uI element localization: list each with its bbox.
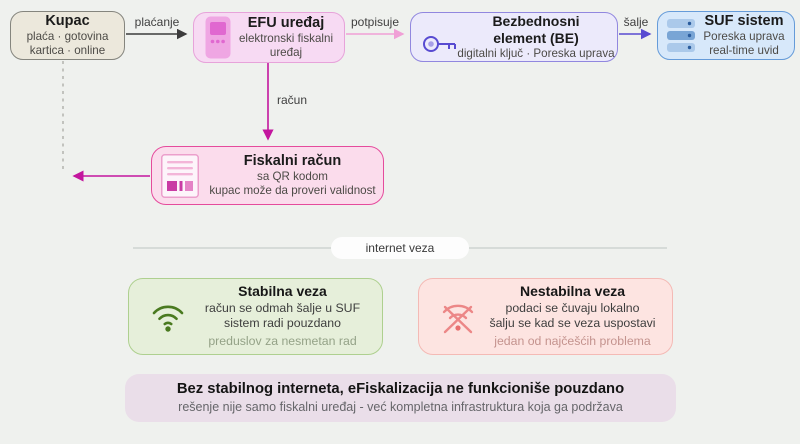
efu-title: EFU uređaj: [247, 14, 325, 31]
card-nestabilna-veza: Nestabilna veza podaci se čuvaju lokalno…: [418, 278, 673, 355]
stabilna-line1: račun se odmah šalje u SUF: [204, 300, 361, 315]
label-placanje: plaćanje: [134, 15, 180, 29]
nestabilna-text: Nestabilna veza podaci se čuvaju lokalno…: [489, 283, 672, 350]
card-stabilna-veza: Stabilna veza račun se odmah šalje u SUF…: [128, 278, 383, 355]
server-icon: [667, 19, 696, 52]
receipt-icon: [161, 153, 200, 198]
efu-line2: uređaj: [269, 46, 303, 60]
kupac-line2: kartica · online: [29, 44, 106, 58]
fiskalni-title: Fiskalni račun: [243, 152, 342, 169]
suf-text: SUF sistem Poreska uprava real-time uvid: [703, 13, 784, 58]
label-racun: račun: [277, 93, 308, 107]
nestabilna-line1: podaci se čuvaju lokalno: [505, 300, 640, 315]
suf-line2: real-time uvid: [709, 44, 779, 58]
be-title-line2: element (BE): [493, 30, 579, 47]
banner-title: Bez stabilnog interneta, eFiskalizacija …: [176, 381, 625, 398]
internet-veza-pill: internet veza: [331, 237, 469, 259]
be-text: Bezbednosni element (BE) digitalni ključ…: [457, 13, 614, 61]
fiscal-device-icon: [205, 16, 231, 59]
node-fiskalni-racun: Fiskalni račun sa QR kodom kupac može da…: [151, 146, 384, 205]
wifi-off-icon: [427, 299, 489, 335]
node-suf-sistem: SUF sistem Poreska uprava real-time uvid: [657, 11, 795, 60]
be-title-line1: Bezbednosni: [492, 13, 580, 30]
nestabilna-title: Nestabilna veza: [519, 283, 626, 300]
stabilna-title: Stabilna veza: [238, 283, 327, 300]
nestabilna-muted: jedan od najčešćih problema: [494, 334, 651, 349]
kupac-text: Kupac plaća · gotovina kartica · online: [27, 13, 109, 58]
nestabilna-line2: šalju se kad se veza uspostavi: [489, 316, 656, 331]
node-efu: EFU uređaj elektronski fiskalni uređaj: [193, 12, 345, 63]
wifi-icon: [137, 300, 199, 333]
key-icon: [422, 34, 462, 54]
stabilna-muted: preduslov za nesmetan rad: [208, 334, 357, 349]
label-salje: šalje: [623, 15, 649, 29]
fiskalni-line1: sa QR kodom: [257, 170, 328, 184]
efu-line1: elektronski fiskalni: [238, 32, 334, 46]
stabilna-text: Stabilna veza račun se odmah šalje u SUF…: [199, 283, 382, 350]
label-potpisuje: potpisuje: [350, 15, 400, 29]
suf-line1: Poreska uprava: [703, 30, 785, 44]
node-bezbednosni-element: Bezbednosni element (BE) digitalni ključ…: [410, 12, 618, 62]
kupac-line1: plaća · gotovina: [26, 30, 109, 44]
fiskalni-line2: kupac može da proveri validnost: [209, 184, 376, 198]
be-subtitle: digitalni ključ · Poreska uprava: [457, 46, 615, 60]
banner-subtitle: rešenje nije samo fiskalni uređaj - već …: [178, 400, 623, 415]
node-kupac: Kupac plaća · gotovina kartica · online: [10, 11, 125, 60]
kupac-title: Kupac: [45, 12, 90, 29]
stabilna-line2: sistem radi pouzdano: [224, 316, 341, 331]
suf-title: SUF sistem: [704, 12, 784, 29]
fiskalni-text: Fiskalni račun sa QR kodom kupac može da…: [209, 153, 375, 198]
conclusion-banner: Bez stabilnog interneta, eFiskalizacija …: [125, 374, 676, 422]
efu-text: EFU uređaj elektronski fiskalni uređaj: [239, 15, 333, 60]
